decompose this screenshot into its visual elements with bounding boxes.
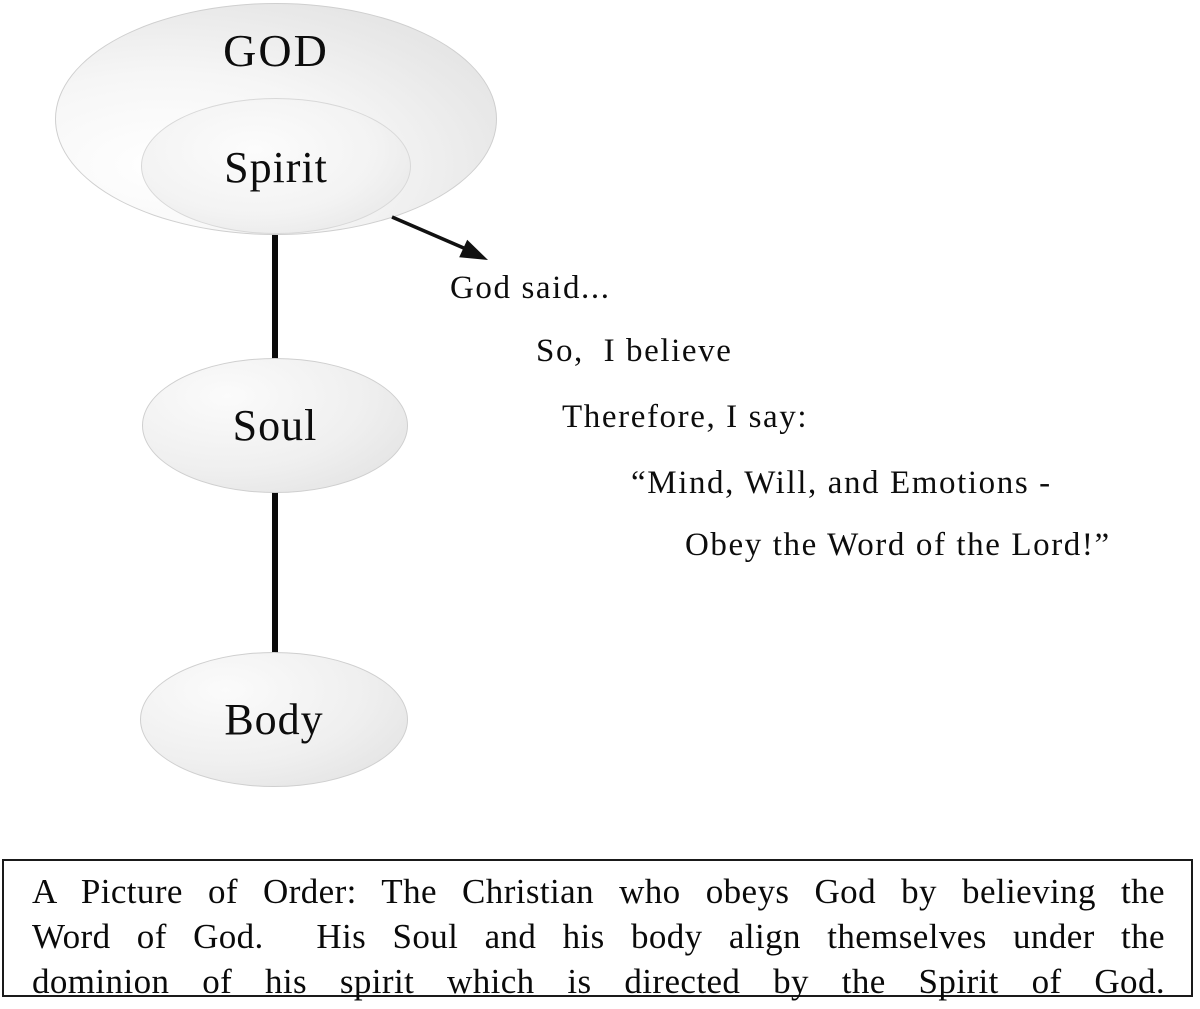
spirit-label: Spirit — [224, 143, 328, 192]
caption-line-2: Word of God. His Soul and his body align… — [32, 917, 1165, 956]
arrow-icon — [391, 215, 488, 260]
annotation-therefore-i-say: Therefore, I say: — [562, 399, 809, 435]
soul-label: Soul — [232, 400, 318, 450]
god-label: GOD — [223, 25, 329, 76]
annotation-god-said: God said... — [450, 270, 611, 306]
connector-soul-body — [272, 486, 278, 658]
connector-god-soul — [272, 228, 278, 366]
body-label: Body — [224, 694, 324, 744]
caption-line-1: A Picture of Order: The Christian who ob… — [32, 872, 1165, 911]
caption-box: A Picture of Order: The Christian who ob… — [2, 859, 1193, 1001]
annotation-obey-the-word: Obey the Word of the Lord!” — [685, 527, 1111, 563]
god-ellipse: GOD Spirit — [55, 3, 497, 235]
caption-line-3: dominion of his spirit which is directed… — [32, 962, 1165, 1001]
annotation-so-i-believe: So, I believe — [536, 333, 733, 369]
annotation-mind-will-emotions: “Mind, Will, and Emotions - — [631, 465, 1052, 501]
body-ellipse: Body — [140, 652, 408, 787]
soul-ellipse: Soul — [142, 358, 408, 493]
spirit-ellipse: Spirit — [141, 98, 411, 234]
